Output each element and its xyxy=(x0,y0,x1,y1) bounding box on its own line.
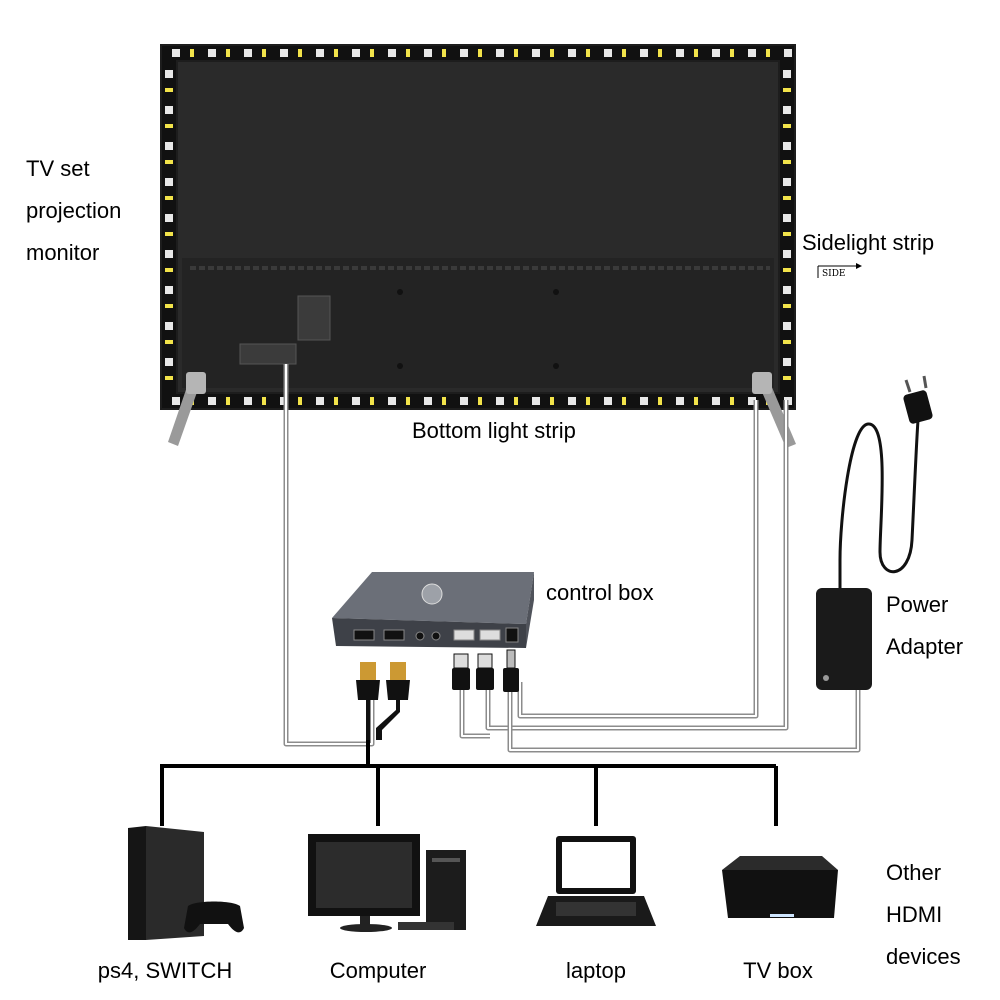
power-label-line-2: Adapter xyxy=(886,634,964,659)
power-label-line-1: Power xyxy=(886,592,949,617)
other-label-line-2: HDMI xyxy=(886,902,943,927)
control-box-label: control box xyxy=(546,580,654,605)
other-hdmi-devices-label: Other HDMI devices xyxy=(886,852,961,978)
tv-box-icon xyxy=(722,856,838,918)
signal-cables xyxy=(283,364,861,753)
control-box xyxy=(332,572,534,648)
tv-back-panel xyxy=(160,44,796,410)
bottom-light-strip xyxy=(162,394,794,408)
device-label-computer: Computer xyxy=(329,958,427,983)
tv-label-line-3: monitor xyxy=(26,240,100,265)
top-light-strip xyxy=(162,46,794,60)
tv-stand-left xyxy=(168,372,206,446)
game-console-icon xyxy=(128,826,244,940)
device-label-ps4-switch: ps4, SWITCH xyxy=(97,958,233,983)
bottom-light-strip-label: Bottom light strip xyxy=(412,418,576,443)
hdmi-connectors xyxy=(356,662,410,766)
tv-label-line-1: TV set xyxy=(26,156,90,181)
side-tag: SIDE xyxy=(817,263,862,279)
right-side-light-strip xyxy=(780,60,794,394)
other-label-line-3: devices xyxy=(886,944,961,969)
desktop-computer-icon xyxy=(308,834,466,932)
left-side-light-strip xyxy=(162,60,176,394)
sidelight-strip-label: Sidelight strip xyxy=(802,230,935,255)
tv-set-label: TV set projection monitor xyxy=(26,148,121,274)
tv-label-line-2: projection xyxy=(26,198,122,223)
power-adapter xyxy=(816,375,933,690)
device-label-tv-box: TV box xyxy=(743,958,813,983)
device-label-laptop: laptop xyxy=(566,958,626,983)
usb-dc-plugs xyxy=(452,649,519,692)
other-label-line-1: Other xyxy=(886,860,942,885)
svg-text:SIDE: SIDE xyxy=(822,269,846,279)
hdmi-distribution-bus xyxy=(160,740,778,826)
laptop-icon xyxy=(536,836,656,926)
power-adapter-label: Power Adapter xyxy=(886,584,963,668)
